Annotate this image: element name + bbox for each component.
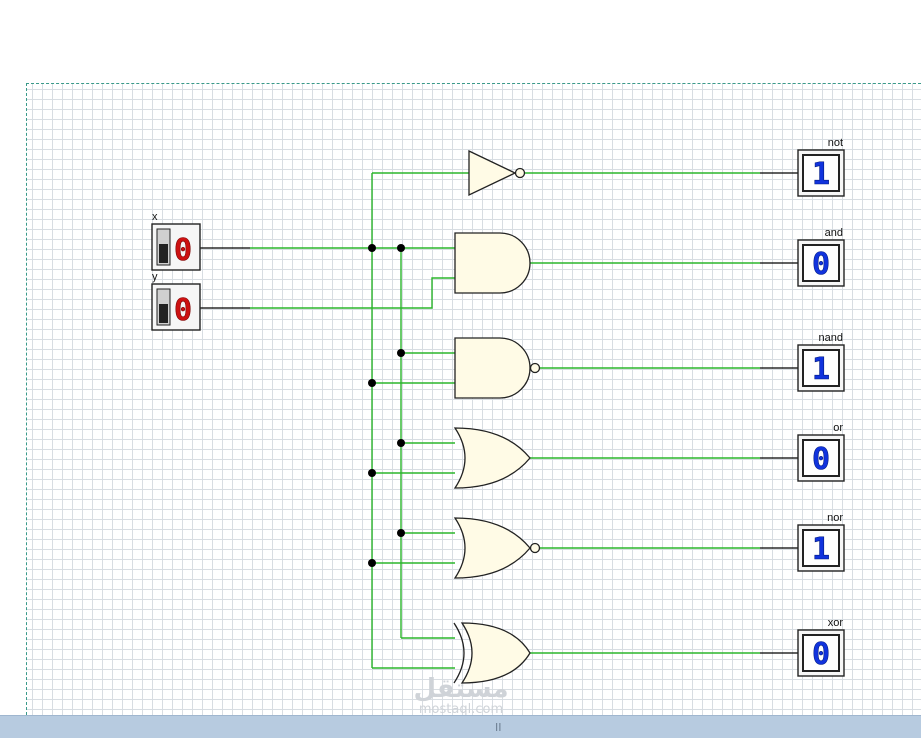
- input-value-y: 0: [174, 293, 192, 328]
- wire-y: [250, 277, 455, 309]
- output-label-xor: xor: [828, 617, 844, 629]
- output-display-not: not 1: [797, 137, 845, 197]
- and-gate[interactable]: [454, 232, 531, 294]
- watermark-arabic: مستقل: [413, 674, 508, 704]
- junction-dot: [397, 529, 405, 537]
- switch-toggle-icon[interactable]: [159, 244, 168, 263]
- junction-dot: [368, 244, 376, 252]
- output-value-xor: 0: [812, 637, 830, 672]
- output-value-nor: 1: [812, 532, 830, 567]
- input-label-y: y: [152, 271, 158, 283]
- output-label-not: not: [828, 137, 843, 149]
- output-value-or: 0: [812, 442, 830, 477]
- output-label-and: and: [825, 227, 843, 239]
- input-switch-y[interactable]: y 0: [151, 271, 201, 331]
- junction-dot: [397, 349, 405, 357]
- status-bar: II: [0, 715, 921, 738]
- input-label-x: x: [152, 211, 158, 223]
- watermark: مستقل mostaql.com: [413, 674, 508, 715]
- watermark-latin: mostaql.com: [419, 702, 503, 715]
- output-display-xor: xor 0: [797, 617, 845, 677]
- input-switch-x[interactable]: x 0: [151, 211, 201, 271]
- junction-dot: [368, 469, 376, 477]
- output-label-nand: nand: [819, 332, 843, 344]
- inversion-bubble: [529, 362, 541, 374]
- input-value-x: 0: [174, 233, 192, 268]
- output-label-nor: nor: [827, 512, 843, 524]
- inversion-bubble: [529, 542, 541, 554]
- junction-dot: [368, 559, 376, 567]
- output-display-and: and 0: [797, 227, 845, 287]
- circuit-diagram: x 0 y 0 not 1 and 0 nand 1 or 0 nor: [151, 137, 845, 715]
- inversion-bubble: [514, 167, 526, 179]
- junction-dot: [397, 439, 405, 447]
- status-bar-grip[interactable]: II: [495, 721, 502, 734]
- output-display-nand: nand 1: [797, 332, 845, 392]
- output-display-or: or 0: [797, 422, 845, 482]
- switch-toggle-icon[interactable]: [159, 304, 168, 323]
- junction-dot: [397, 244, 405, 252]
- junction-dot: [368, 379, 376, 387]
- output-value-and: 0: [812, 247, 830, 282]
- output-value-nand: 1: [812, 352, 830, 387]
- output-label-or: or: [833, 422, 843, 434]
- nand-gate[interactable]: [454, 337, 541, 399]
- not-gate[interactable]: [468, 149, 526, 197]
- nor-gate[interactable]: [453, 517, 541, 579]
- xor-gate[interactable]: [453, 622, 531, 684]
- output-value-not: 1: [812, 157, 830, 192]
- wires: [250, 172, 760, 669]
- pin-stubs: [200, 172, 798, 654]
- junctions: [368, 244, 405, 567]
- output-display-nor: nor 1: [797, 512, 845, 572]
- or-gate[interactable]: [453, 427, 531, 489]
